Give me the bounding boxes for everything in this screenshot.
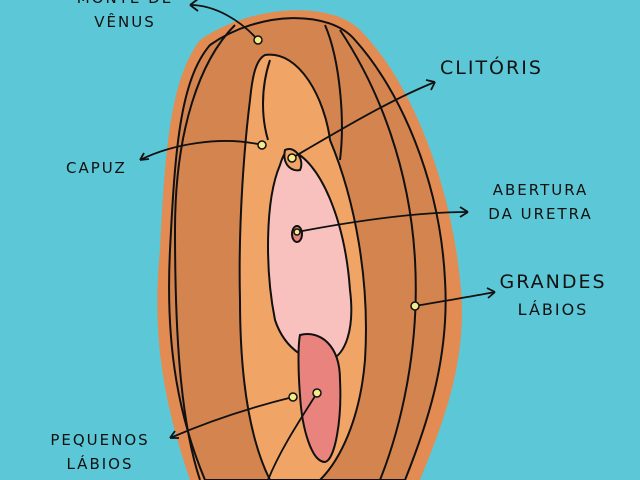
vaginal-opening <box>297 333 342 464</box>
pointer-lines <box>139 0 496 480</box>
label-abertura-line2: DA URETRA <box>488 205 593 223</box>
label-grandes-labios: GRANDES LÁBIOS <box>498 268 608 324</box>
label-grandes-line2: LÁBIOS <box>517 300 589 319</box>
marker-dots <box>253 35 420 402</box>
label-clitoris: CLITÓRIS <box>440 57 543 79</box>
label-abertura-uretra: ABERTURA DA URETRA <box>478 178 603 226</box>
label-pequenos-labios: PEQUENOS LÁBIOS <box>40 428 160 476</box>
label-capuz: CAPUZ <box>66 159 127 177</box>
label-abertura-line1: ABERTURA <box>492 181 589 199</box>
label-monte-venus-line1: MONTE DE <box>60 0 190 10</box>
label-monte-venus: MONTE DE VÊNUS <box>60 0 190 34</box>
label-pequenos-line2: LÁBIOS <box>66 455 134 473</box>
label-pequenos-line1: PEQUENOS <box>50 431 150 449</box>
label-monte-venus-line2: VÊNUS <box>94 13 156 31</box>
label-grandes-line1: GRANDES <box>499 271 607 293</box>
